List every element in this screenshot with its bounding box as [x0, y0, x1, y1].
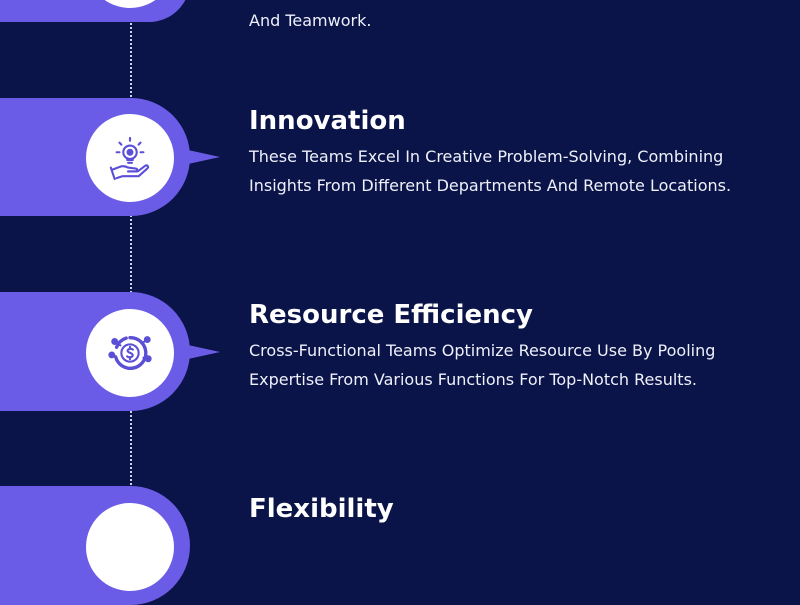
item-desc-previous: And Teamwork. [249, 11, 372, 30]
tab-pointer [188, 344, 220, 359]
item-desc-resource-efficiency: Cross-Functional Teams Optimize Resource… [249, 341, 716, 389]
item-desc-innovation: These Teams Excel In Creative Problem-So… [249, 147, 732, 195]
tab-pointer [188, 150, 220, 164]
icon-circle-previous [86, 0, 174, 8]
icon-circle-resource-efficiency [86, 309, 174, 397]
lightbulb-hand-icon [109, 136, 150, 181]
tab-item-previous [0, 0, 190, 22]
icon-circle-flexibility [86, 503, 174, 591]
item-title-flexibility: Flexibility [249, 494, 394, 524]
item-title-resource-efficiency: Resource Efficiency [249, 300, 534, 330]
icon-circle-innovation [86, 114, 174, 202]
timeline-dotted-line [130, 0, 132, 500]
item-title-innovation: Innovation [249, 106, 406, 136]
dollar-network-icon [108, 335, 152, 370]
